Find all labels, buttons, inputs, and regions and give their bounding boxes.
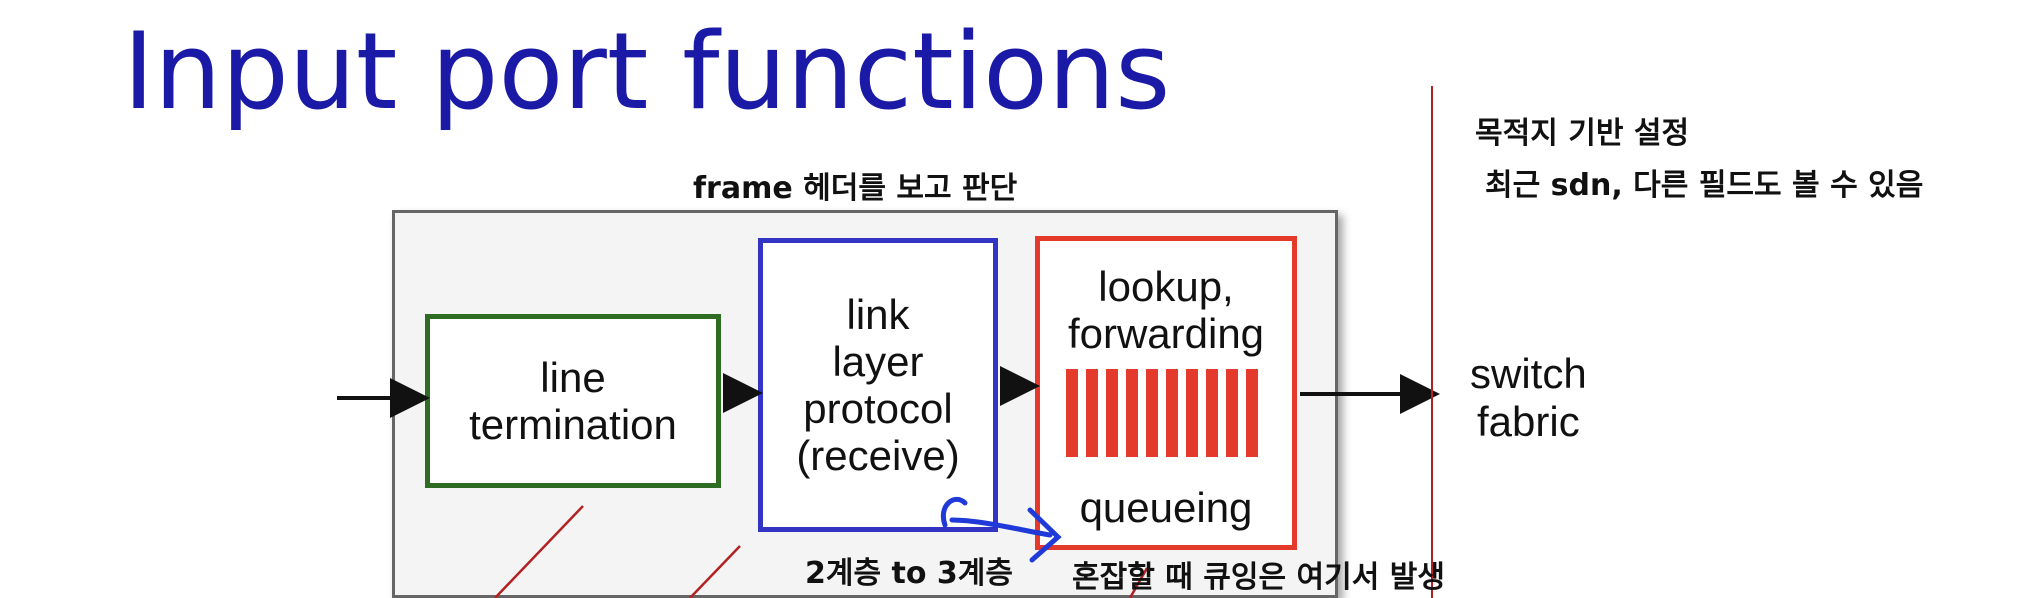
- switch-fabric-label: switch fabric: [1470, 350, 1587, 447]
- link-layer-box: link layer protocol (receive): [758, 238, 998, 532]
- curved-arrow-icon: [940, 496, 1062, 563]
- sdn-note: 최근 sdn, 다른 필드도 볼 수 있음: [1485, 168, 1924, 203]
- slide-title: Input port functions: [123, 10, 1171, 133]
- switch-fabric-label-2: fabric: [1477, 398, 1580, 446]
- link-layer-label-4: (receive): [796, 432, 960, 480]
- annotation-strokes: [494, 505, 1149, 598]
- link-layer-label-1: link: [846, 290, 910, 338]
- line-termination-box: line termination: [425, 314, 721, 488]
- line-termination-label-2: termination: [469, 401, 677, 448]
- destination-based-note: 목적지 기반 설정: [1475, 116, 1690, 151]
- link-layer-label-2: layer: [832, 337, 924, 385]
- layer-transition-note: 2계층 to 3계층: [805, 556, 1013, 591]
- queueing-label: queueing: [1079, 484, 1253, 531]
- switch-fabric-label-1: switch: [1470, 350, 1587, 397]
- link-layer-label-3: protocol: [803, 385, 953, 432]
- line-termination-label-1: line: [540, 353, 606, 401]
- frame-header-note: frame 헤더를 보고 판단: [693, 171, 1018, 206]
- congestion-queue-note: 혼잡할 때 큐잉은 여기서 발생: [1072, 560, 1445, 595]
- queue-buffer-icon: [1066, 369, 1258, 457]
- lookup-label-2: forwarding: [1067, 310, 1265, 358]
- lookup-label-1: lookup,: [1098, 263, 1234, 310]
